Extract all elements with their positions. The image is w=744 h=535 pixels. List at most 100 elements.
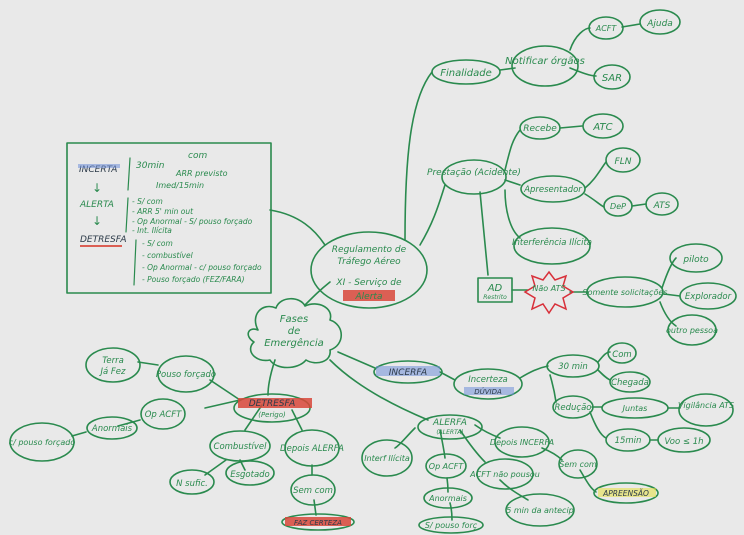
min5-label: 5 min da antecip bbox=[506, 506, 574, 515]
cpouso-node bbox=[9, 422, 75, 462]
incerteza-node bbox=[453, 368, 523, 400]
alerfa-sem-label: Sem com bbox=[559, 460, 597, 469]
central-line1: Regulamento de bbox=[332, 245, 407, 255]
nsuf-node bbox=[169, 469, 215, 495]
outros-node bbox=[667, 314, 717, 346]
ad-sub: Restrito bbox=[483, 294, 507, 301]
incerteza-label: Incerteza bbox=[468, 375, 508, 385]
sp-node bbox=[418, 516, 484, 534]
terra-node bbox=[85, 347, 141, 383]
interf-ilicita-node bbox=[361, 439, 413, 477]
min5-node bbox=[505, 493, 575, 527]
alerfa-anormais-label: Anormais bbox=[428, 494, 467, 503]
sp-label: S/ pouso forç bbox=[425, 521, 478, 530]
chegada-node bbox=[609, 371, 651, 393]
alerfa-anormais-node bbox=[423, 487, 473, 509]
explorador-node bbox=[679, 282, 737, 310]
box-a2: - ARR 5' min out bbox=[132, 207, 194, 216]
apreensao-highlight bbox=[598, 488, 656, 497]
fln-label: FLN bbox=[615, 157, 632, 167]
nao-pousou-label: ACFT não pousou bbox=[469, 470, 540, 479]
dep-label: DeP bbox=[610, 202, 626, 211]
finalidade-label: Finalidade bbox=[440, 68, 492, 79]
box-a4: - Int. Ilícita bbox=[132, 226, 172, 235]
depois-alerfa-node bbox=[284, 429, 340, 467]
juntas-node bbox=[601, 397, 669, 419]
somente-node bbox=[586, 276, 664, 308]
ats-node bbox=[645, 192, 679, 216]
ats-label: ATS bbox=[653, 201, 671, 211]
faz-certeza-node bbox=[281, 513, 355, 531]
incerfa-highlight bbox=[376, 366, 440, 376]
duvida-label: DÚVIDA bbox=[474, 387, 502, 396]
interf-label: Interferência Ilícita bbox=[512, 237, 592, 248]
combustivel-node bbox=[209, 430, 271, 462]
interf-node bbox=[513, 227, 591, 265]
central-node-shape bbox=[310, 231, 428, 309]
notificar-node bbox=[511, 45, 579, 87]
central-line2: Tráfego Aéreo bbox=[337, 256, 401, 267]
central-alerta-highlight bbox=[343, 290, 395, 301]
op-acft-node bbox=[140, 398, 186, 430]
acft-node bbox=[588, 16, 624, 40]
notificar-label: Notificar órgãos bbox=[505, 55, 585, 67]
sar-node bbox=[593, 64, 631, 90]
detresfa-label: DETRESFA bbox=[249, 399, 296, 409]
anormais-node bbox=[86, 416, 138, 440]
chegada-label: Chegada bbox=[611, 378, 649, 388]
esgotado-label: Esgotado bbox=[230, 470, 270, 480]
box-d4: - Pouso forçado (FEZ/FARA) bbox=[142, 275, 245, 284]
anormais-label: Anormais bbox=[91, 424, 133, 434]
juntas-label: Juntas bbox=[621, 404, 648, 413]
detresfa-branch: DETRESFA (Perigo) Terra Já Fez Pouso for… bbox=[9, 347, 355, 531]
finalidade-branch: Finalidade Notificar órgãos ACFT Ajuda S… bbox=[431, 9, 681, 90]
nsuf-label: N sufic. bbox=[176, 479, 208, 489]
alerfa-op-label: Op ACFT bbox=[429, 462, 465, 471]
box-30min: 30min bbox=[136, 161, 165, 171]
piloto-node bbox=[669, 243, 723, 273]
apreensao-label: APREENSÃO bbox=[602, 489, 649, 498]
alerfa-branch: ALERFA (ALERTA) Interf Ilícita Op ACFT A… bbox=[361, 414, 659, 534]
voo-label: Voo ≤ 1h bbox=[664, 437, 703, 447]
central-line4: Alerta bbox=[355, 292, 383, 302]
esgotado-node bbox=[225, 460, 275, 486]
detresfa-highlight bbox=[238, 398, 312, 408]
depois-alerfa-label: Depois ALERFA bbox=[280, 444, 344, 454]
ad-branch: AD Restrito Não ATS Somente solicitações… bbox=[477, 243, 737, 346]
central-line3: XI - Serviço de bbox=[335, 278, 402, 288]
vigilancia-node bbox=[678, 393, 734, 427]
dep-node bbox=[603, 195, 633, 217]
prestacao-branch: Prestação (Acidente) Recebe ATC Apresent… bbox=[427, 113, 679, 265]
jafez-label: Já Fez bbox=[99, 367, 127, 377]
interf-ilicita-label: Interf Ilícita bbox=[364, 454, 410, 463]
box-detresfa: DETRESFA bbox=[80, 235, 127, 245]
pouso-node bbox=[157, 355, 215, 393]
alerfa-op-node bbox=[425, 453, 467, 479]
nao-pousou-node bbox=[476, 458, 534, 490]
sar-label: SAR bbox=[602, 73, 622, 84]
apresentador-label: Apresentador bbox=[523, 185, 582, 195]
box-com: com bbox=[188, 151, 207, 161]
ad-label: AD bbox=[487, 283, 503, 294]
apreensao-node bbox=[593, 482, 659, 504]
box-arrow-1: ↓ bbox=[92, 181, 102, 195]
vigilancia-label: Vigilância ATS bbox=[678, 401, 734, 410]
detresfa-sub: (Perigo) bbox=[258, 411, 286, 419]
box-imed: Imed/15min bbox=[156, 181, 204, 190]
box-arr: ARR previsto bbox=[175, 169, 228, 178]
faz-certeza-label: FAZ CERTEZA bbox=[294, 519, 342, 527]
alerfa-sem-node bbox=[558, 449, 598, 479]
box-d2: - combustível bbox=[142, 251, 194, 260]
sem-com-node bbox=[290, 474, 336, 506]
box-alerta: ALERTA bbox=[79, 200, 114, 210]
connector-lines bbox=[71, 23, 681, 521]
recebe-label: Recebe bbox=[523, 124, 557, 134]
faz-certeza-highlight bbox=[285, 517, 351, 526]
alerfa-sub: (ALERTA) bbox=[436, 429, 463, 436]
sem-com-label: Sem com bbox=[293, 486, 333, 496]
explorador-label: Explorador bbox=[685, 292, 732, 302]
nao-ats-burst bbox=[523, 270, 575, 315]
box-arrow-2: ↓ bbox=[92, 214, 102, 228]
